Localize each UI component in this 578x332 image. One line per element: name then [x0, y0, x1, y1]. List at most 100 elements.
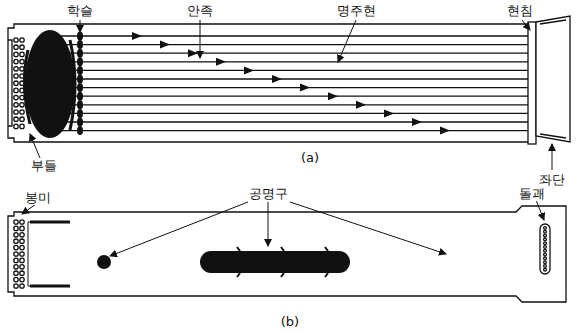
haksul-knot [77, 83, 83, 92]
hole [14, 284, 18, 288]
bridge [188, 49, 198, 57]
hole [14, 74, 18, 78]
string [60, 130, 530, 131]
hole [20, 38, 24, 42]
part-label: 학슬 [65, 3, 95, 18]
hole [20, 45, 24, 49]
peg [544, 268, 547, 271]
haksul-knot [77, 109, 83, 118]
part-label: 봉미 [23, 190, 53, 205]
hole [14, 88, 18, 92]
hole [14, 45, 18, 49]
peg [544, 257, 547, 260]
peg [544, 227, 547, 230]
hole [14, 124, 18, 128]
haksul-knot [77, 49, 83, 58]
bridge [328, 92, 338, 100]
haksul-knot [77, 57, 83, 66]
peg [544, 253, 547, 256]
peg [544, 234, 547, 237]
hole [14, 81, 18, 85]
bridge [356, 101, 366, 109]
peg [544, 246, 547, 249]
hole [20, 95, 24, 99]
hole [14, 95, 18, 99]
bridge [132, 32, 142, 40]
hole [14, 59, 18, 63]
hole [14, 38, 18, 42]
string [60, 87, 530, 88]
figure-label: (b) [279, 314, 301, 329]
string [60, 104, 530, 105]
string [60, 35, 530, 36]
hole [20, 239, 24, 243]
hole [20, 52, 24, 56]
hole [20, 245, 24, 249]
part-label: 좌단 [537, 172, 567, 187]
hole [20, 258, 24, 262]
haksul-knot [77, 75, 83, 84]
hole [14, 52, 18, 56]
hole [20, 271, 24, 275]
bottom-view [8, 206, 566, 302]
string [60, 53, 530, 54]
leader-lines [22, 200, 544, 256]
hole [20, 103, 24, 107]
haksul-knot [77, 100, 83, 109]
string [60, 78, 530, 79]
hole [20, 124, 24, 128]
hole [20, 220, 24, 224]
hole [20, 277, 24, 281]
hole [14, 265, 18, 269]
haksul-knot [77, 66, 83, 75]
haksul-knot [77, 118, 83, 127]
peg [544, 265, 547, 268]
hole [20, 117, 24, 121]
hole [14, 103, 18, 107]
hole [14, 220, 18, 224]
hole [20, 265, 24, 269]
peg [544, 249, 547, 252]
leader-lines [30, 20, 552, 170]
haksul-knot [77, 126, 83, 135]
hole [14, 277, 18, 281]
hole [14, 239, 18, 243]
bridge [272, 75, 282, 83]
bridge [244, 66, 254, 74]
hole [20, 59, 24, 63]
peg [544, 230, 547, 233]
hole [14, 258, 18, 262]
hole [14, 233, 18, 237]
bridge [216, 58, 226, 66]
hole [14, 117, 18, 121]
hole [20, 284, 24, 288]
hole [14, 226, 18, 230]
bridge [300, 84, 310, 92]
part-label: 돌괘 [517, 186, 547, 201]
hole [14, 271, 18, 275]
part-label: 현침 [505, 3, 535, 18]
top-view [8, 16, 570, 144]
peg [544, 261, 547, 264]
hole [20, 233, 24, 237]
part-label: 명주현 [335, 3, 378, 18]
haksul-knot [77, 92, 83, 101]
bridge [440, 127, 450, 135]
haksul-knot [77, 40, 83, 49]
bridge [160, 41, 170, 49]
string [60, 113, 530, 114]
hole [14, 245, 18, 249]
hole [20, 226, 24, 230]
bridge [412, 118, 422, 126]
haksul-knot [77, 32, 83, 41]
peg [544, 238, 547, 241]
string [60, 44, 530, 45]
string [60, 70, 530, 71]
part-label: 공명구 [247, 186, 290, 201]
part-label: 부들 [29, 158, 59, 173]
string [60, 61, 530, 62]
hole [20, 252, 24, 256]
hole [14, 67, 18, 71]
bridge [384, 109, 394, 117]
